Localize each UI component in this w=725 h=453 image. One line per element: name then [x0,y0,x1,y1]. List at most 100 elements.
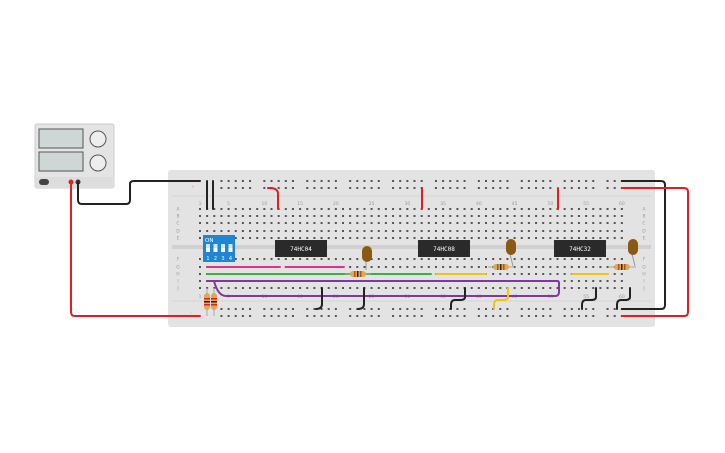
hole[interactable] [520,258,523,260]
rail-hole[interactable] [542,308,545,310]
rail-hole[interactable] [577,187,580,189]
rail-hole[interactable] [349,180,352,182]
hole[interactable] [406,208,409,210]
rail-hole[interactable] [377,180,380,182]
rail-hole[interactable] [463,315,466,317]
hole[interactable] [234,215,237,217]
hole[interactable] [442,287,445,289]
hole[interactable] [356,237,359,239]
hole[interactable] [199,287,201,289]
hole[interactable] [334,208,337,210]
hole[interactable] [542,222,545,224]
rail-hole[interactable] [535,187,538,189]
rail-hole[interactable] [377,308,380,310]
hole[interactable] [406,258,409,260]
rail-hole[interactable] [227,187,230,189]
rail-hole[interactable] [492,187,495,189]
rail-hole[interactable] [456,308,459,310]
rail-hole[interactable] [506,315,509,317]
hole[interactable] [513,287,516,289]
hole[interactable] [592,222,595,224]
hole[interactable] [299,258,302,260]
rail-hole[interactable] [406,308,409,310]
rail-hole[interactable] [506,187,509,189]
hole[interactable] [570,215,573,217]
hole[interactable] [513,258,516,260]
hole[interactable] [291,208,294,210]
hole[interactable] [449,237,452,239]
rail-hole[interactable] [320,315,323,317]
hole[interactable] [620,215,623,217]
rail-hole[interactable] [263,187,266,189]
hole[interactable] [199,208,201,210]
rail-hole[interactable] [234,308,237,310]
hole[interactable] [377,287,380,289]
hole[interactable] [513,215,516,217]
wire-ground-led1[interactable] [357,287,365,310]
hole[interactable] [413,237,416,239]
hole[interactable] [470,208,473,210]
wire-yellow-3[interactable] [493,287,509,310]
hole[interactable] [592,208,595,210]
rail-hole[interactable] [377,187,380,189]
hole[interactable] [449,222,452,224]
hole[interactable] [577,266,580,268]
hole[interactable] [563,222,566,224]
hole[interactable] [406,230,409,232]
rail-hole[interactable] [241,315,244,317]
hole[interactable] [577,215,580,217]
rail-hole[interactable] [363,308,366,310]
hole[interactable] [384,287,387,289]
hole[interactable] [263,230,266,232]
hole[interactable] [556,215,559,217]
rail-hole[interactable] [334,187,337,189]
hole[interactable] [613,273,616,275]
rail-hole[interactable] [306,187,309,189]
hole[interactable] [449,215,452,217]
hole[interactable] [377,266,380,268]
hole[interactable] [613,222,616,224]
rail-hole[interactable] [542,187,545,189]
hole[interactable] [620,230,623,232]
rail-hole[interactable] [606,187,609,189]
rail-hole[interactable] [306,180,309,182]
rail-hole[interactable] [535,308,538,310]
hole[interactable] [249,258,252,260]
hole[interactable] [563,208,566,210]
rail-hole[interactable] [399,308,402,310]
hole[interactable] [199,230,201,232]
hole[interactable] [384,237,387,239]
hole[interactable] [342,258,344,260]
hole[interactable] [549,266,552,268]
hole[interactable] [413,258,416,260]
hole[interactable] [370,266,373,268]
hole[interactable] [434,287,437,289]
hole[interactable] [513,273,516,275]
hole[interactable] [406,215,409,217]
hole[interactable] [420,215,423,217]
hole[interactable] [313,237,316,239]
rail-hole[interactable] [406,315,409,317]
hole[interactable] [291,215,294,217]
rail-hole[interactable] [613,315,616,317]
hole[interactable] [306,222,309,224]
hole[interactable] [256,230,259,232]
hole[interactable] [206,230,209,232]
hole[interactable] [599,287,602,289]
hole[interactable] [427,266,430,268]
hole[interactable] [206,215,209,217]
rail-hole[interactable] [542,315,545,317]
hole[interactable] [549,287,552,289]
hole[interactable] [313,287,316,289]
hole[interactable] [256,237,259,239]
rail-hole[interactable] [399,187,402,189]
rail-hole[interactable] [327,315,330,317]
hole[interactable] [477,215,480,217]
hole[interactable] [570,230,573,232]
hole[interactable] [449,208,452,210]
hole[interactable] [370,287,373,289]
hole[interactable] [613,215,616,217]
hole[interactable] [442,215,445,217]
hole[interactable] [513,266,516,268]
